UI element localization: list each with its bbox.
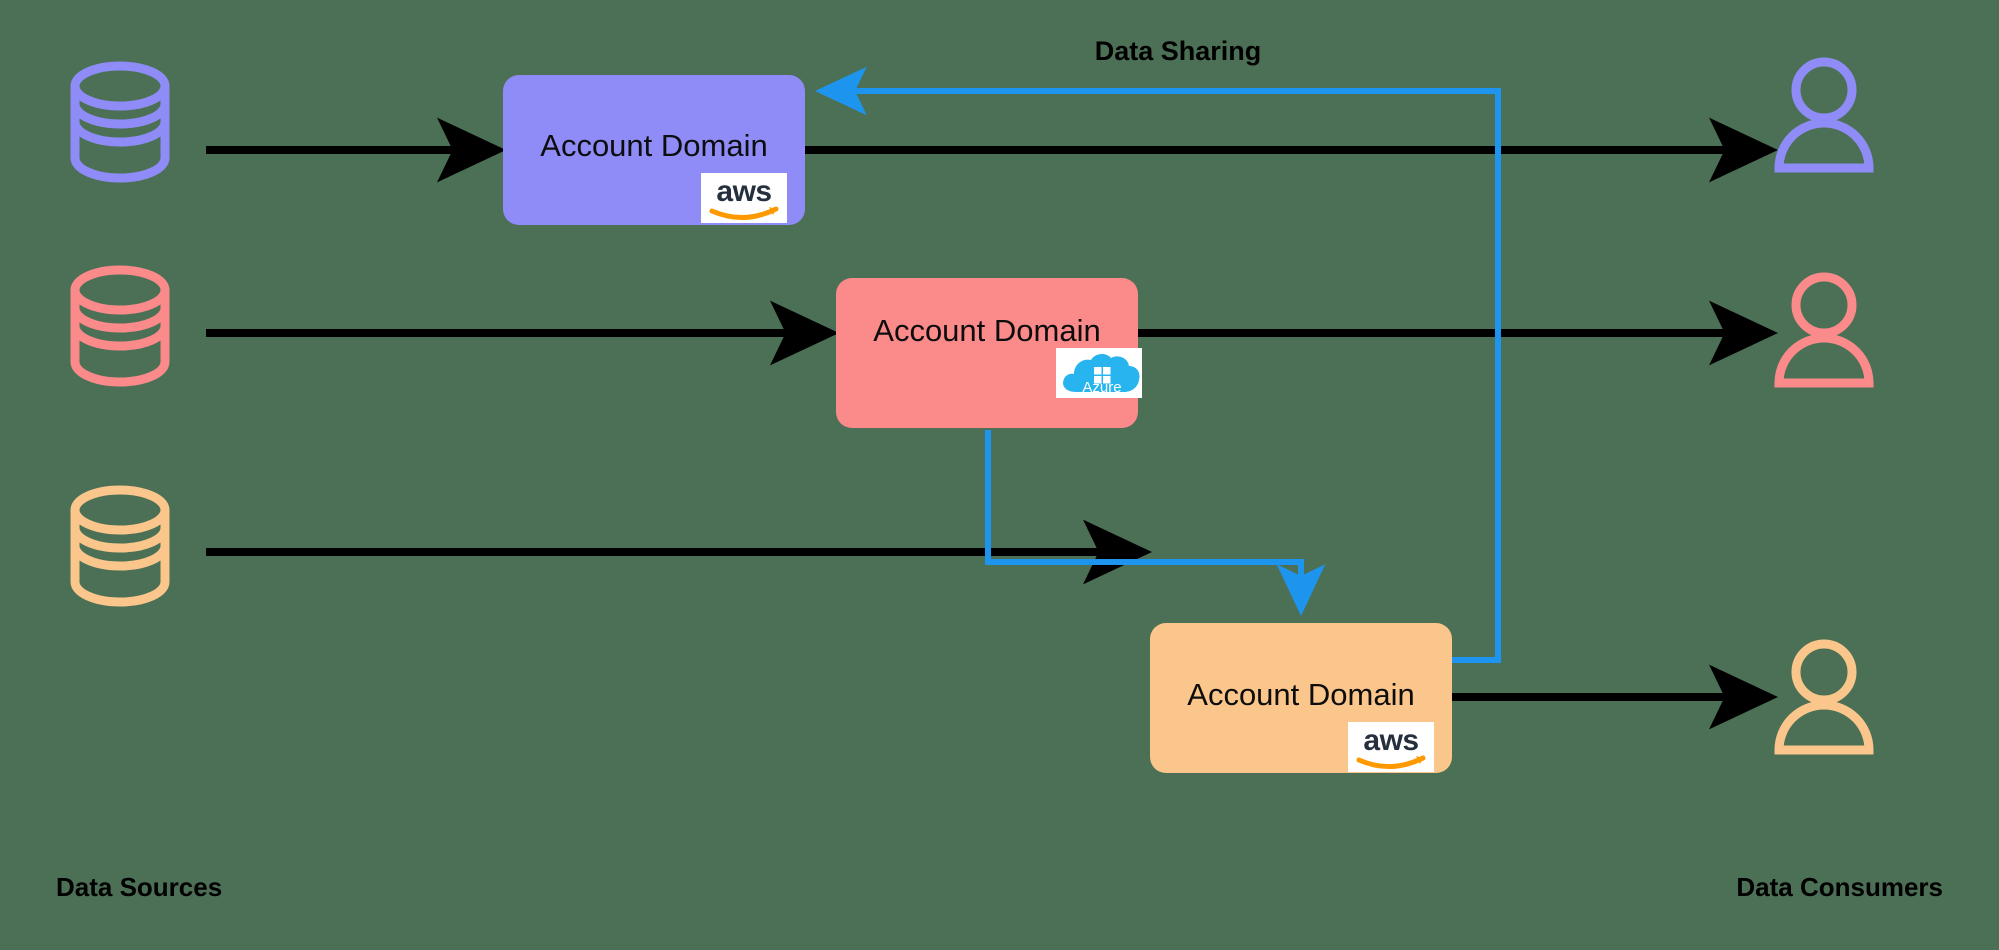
- database-icon-row-3: [70, 485, 170, 607]
- azure-logo-row-2: [1056, 348, 1142, 398]
- connector-data-sharing-row2-to-row3: [985, 430, 1326, 616]
- aws-logo-row-3: [1348, 722, 1434, 772]
- row-2-group: Account Domain: [70, 265, 1874, 428]
- aws-logo-row-1: [701, 173, 787, 223]
- data-sources-label: Data Sources: [56, 872, 222, 902]
- row-3-group: Account Domain: [70, 485, 1874, 773]
- row-1-group: Account Domain: [70, 57, 1874, 225]
- database-icon-row-1: [70, 61, 170, 183]
- person-icon-row-2: [1774, 272, 1874, 388]
- domain-label-row-2: Account Domain: [873, 313, 1100, 348]
- connector-data-sharing-row3-to-row1: [815, 66, 1501, 663]
- person-icon-row-3: [1774, 639, 1874, 755]
- domain-label-row-1: Account Domain: [540, 128, 767, 163]
- person-icon-row-1: [1774, 57, 1874, 173]
- database-icon-row-2: [70, 265, 170, 387]
- data-consumers-label: Data Consumers: [1736, 872, 1943, 902]
- domain-label-row-3: Account Domain: [1187, 677, 1414, 712]
- data-sharing-label: Data Sharing: [1095, 36, 1262, 66]
